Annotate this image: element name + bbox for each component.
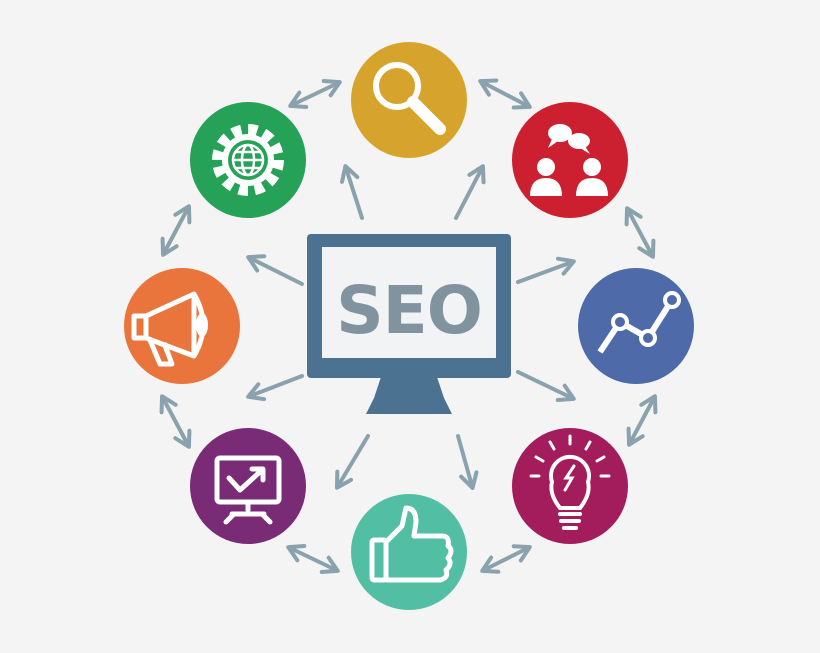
ring-arrow-likes-presentation xyxy=(286,543,340,575)
node-ideas xyxy=(512,428,628,544)
node-presentation xyxy=(190,428,306,544)
seo-monitor: SEO xyxy=(307,234,511,414)
ring-arrow-presentation-marketing xyxy=(159,394,192,449)
ring-arrow-ideas-likes xyxy=(480,544,532,574)
seo-label: SEO xyxy=(336,272,482,349)
radial-arrow-likes xyxy=(456,434,479,490)
node-community xyxy=(512,102,628,218)
magnifying-glass-icon xyxy=(373,62,446,135)
ring-arrow-marketing-global xyxy=(160,204,192,257)
radial-arrows xyxy=(246,164,576,490)
radial-arrow-presentation xyxy=(334,434,370,490)
node-marketing xyxy=(124,268,240,384)
light-bulb-icon xyxy=(529,434,611,530)
node-community-circle xyxy=(512,102,628,218)
ring-arrow-analytics-ideas xyxy=(626,394,658,447)
ring-arrow-search-community xyxy=(478,78,532,110)
ring-arrows xyxy=(159,78,658,575)
node-ideas-circle xyxy=(512,428,628,544)
globe-gear-icon xyxy=(212,124,284,196)
radial-arrow-global xyxy=(246,254,304,286)
node-global xyxy=(190,102,306,218)
ring-arrow-global-search xyxy=(288,78,342,110)
line-graph-icon xyxy=(597,291,681,354)
radial-arrow-search xyxy=(340,164,364,220)
radial-arrow-analytics xyxy=(516,256,576,284)
people-chat-icon xyxy=(530,124,608,196)
node-analytics xyxy=(578,268,694,384)
node-analytics-circle xyxy=(578,268,694,384)
megaphone-icon xyxy=(131,291,208,367)
monitor-stand xyxy=(366,374,452,414)
node-search xyxy=(351,42,467,158)
node-likes xyxy=(351,494,467,610)
node-marketing-circle xyxy=(124,268,240,384)
radial-arrow-ideas xyxy=(516,370,576,403)
presentation-board-icon xyxy=(214,455,282,525)
radial-arrow-marketing xyxy=(246,374,304,402)
radial-arrow-community xyxy=(454,164,486,220)
ring-arrow-community-analytics xyxy=(624,206,656,259)
thumbs-up-icon xyxy=(369,505,454,583)
monitor-screen xyxy=(322,247,496,358)
